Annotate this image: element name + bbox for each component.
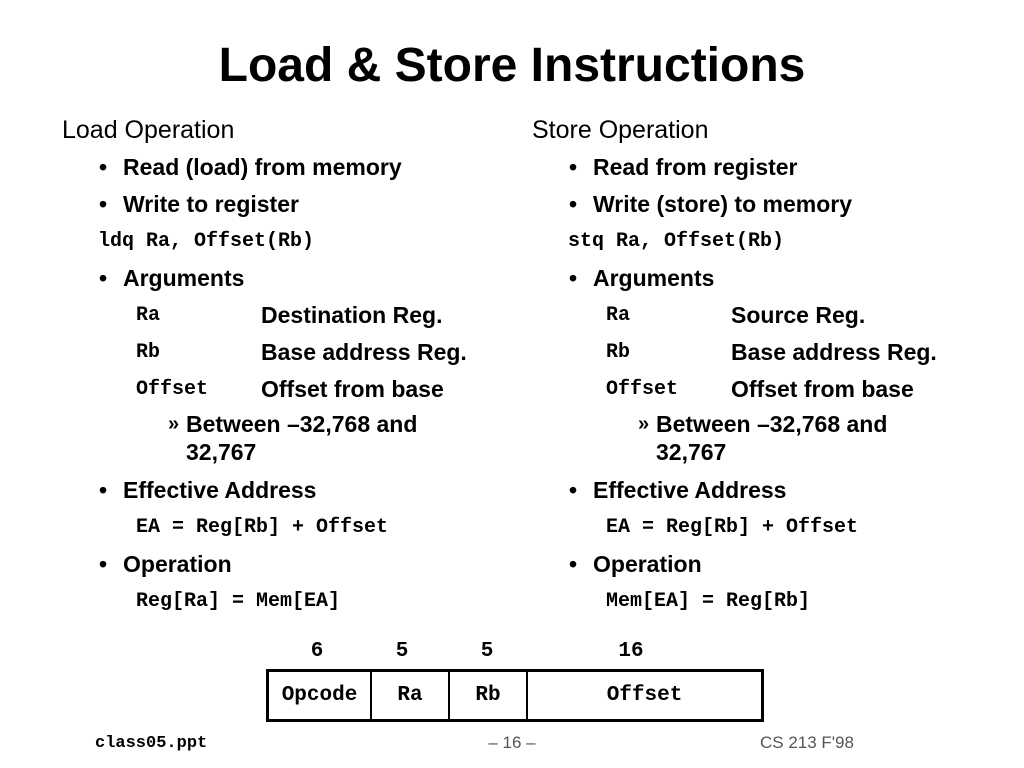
store-bullet-arguments: • Arguments — [532, 260, 1002, 297]
slide-title: Load & Store Instructions — [218, 39, 806, 92]
store-syntax: stq Ra, Offset(Rb) — [568, 230, 785, 253]
load-ea-label: Effective Address — [123, 477, 317, 503]
load-syntax: ldq Ra, Offset(Rb) — [98, 230, 315, 253]
load-offset-range: » Between –32,768 and 32,767 — [62, 408, 486, 472]
bullet-dot: • — [569, 191, 578, 217]
arg-reg: Ra — [136, 304, 161, 327]
load-arguments-label: Arguments — [123, 265, 245, 291]
load-bullet-operation: • Operation — [62, 546, 532, 583]
store-ea-label: Effective Address — [593, 477, 787, 503]
load-range-text: Between –32,768 and 32,767 — [186, 411, 418, 465]
load-bullet-ea: • Effective Address — [62, 472, 532, 509]
width-opcode: 6 — [310, 640, 324, 663]
load-column: Load Operation •Read (load) from memory … — [62, 112, 532, 620]
arg-reg: Rb — [606, 341, 631, 364]
load-heading: Load Operation — [62, 116, 235, 144]
arg-reg: Rb — [136, 341, 161, 364]
field-rb: Rb — [450, 672, 528, 719]
footer-filename: class05.ppt — [95, 734, 208, 753]
bullet-dot: • — [99, 265, 108, 291]
store-bullet-read: • Read from register — [532, 149, 1002, 186]
arg-desc: Offset from base — [731, 376, 914, 402]
load-op-label: Operation — [123, 551, 232, 577]
store-arguments-label: Arguments — [593, 265, 715, 291]
arg-desc: Offset from base — [261, 376, 444, 402]
width-offset: 16 — [618, 640, 644, 663]
store-bullet-operation: • Operation — [532, 546, 1002, 583]
store-arg-offset: Offset Offset from base — [532, 371, 1002, 408]
store-offset-range: » Between –32,768 and 32,767 — [532, 408, 956, 472]
store-heading: Store Operation — [532, 116, 709, 144]
field-offset: Offset — [606, 684, 683, 707]
store-bullet-ea: • Effective Address — [532, 472, 1002, 509]
store-bullet-write-text: Write (store) to memory — [593, 191, 853, 217]
footer-page-number: – 16 – — [488, 733, 536, 752]
load-arg-rb: Rb Base address Reg. — [62, 334, 532, 371]
store-ea-expr: EA = Reg[Rb] + Offset — [606, 516, 859, 539]
bullet-dot: • — [99, 154, 108, 180]
bullet-dot: • — [569, 154, 578, 180]
sub-bullet-marker: » — [168, 413, 180, 435]
instruction-format-box: Opcode Ra Rb Offset — [266, 669, 764, 722]
load-bullet-read-text: Read (load) from memory — [123, 154, 402, 180]
load-arg-ra: Ra Destination Reg. — [62, 297, 532, 334]
sub-bullet-marker: » — [638, 413, 650, 435]
store-op-label: Operation — [593, 551, 702, 577]
store-bullet-write: • Write (store) to memory — [532, 186, 1002, 223]
load-bullet-write-text: Write to register — [123, 191, 299, 217]
bullet-dot: • — [99, 191, 108, 217]
field-opcode: Opcode — [269, 672, 372, 719]
load-bullet-arguments: • Arguments — [62, 260, 532, 297]
bullet-dot: • — [99, 477, 108, 503]
load-ea-expr: EA = Reg[Rb] + Offset — [136, 516, 389, 539]
bullet-dot: • — [99, 551, 108, 577]
arg-reg: Offset — [136, 378, 209, 401]
store-op-expr: Mem[EA] = Reg[Rb] — [606, 590, 811, 613]
arg-desc: Base address Reg. — [261, 339, 467, 365]
store-arg-rb: Rb Base address Reg. — [532, 334, 1002, 371]
load-op-expr: Reg[Ra] = Mem[EA] — [136, 590, 341, 613]
load-bullet-read: • Read (load) from memory — [62, 149, 532, 186]
width-ra: 5 — [395, 640, 409, 663]
load-bullet-write: • Write to register — [62, 186, 532, 223]
footer-course: CS 213 F'98 — [760, 733, 854, 752]
arg-reg: Offset — [606, 378, 679, 401]
arg-desc: Destination Reg. — [261, 302, 443, 328]
store-range-text: Between –32,768 and 32,767 — [656, 411, 888, 465]
load-arg-offset: Offset Offset from base — [62, 371, 532, 408]
field-ra: Ra — [372, 672, 450, 719]
width-rb: 5 — [480, 640, 494, 663]
arg-desc: Source Reg. — [731, 302, 866, 328]
store-column: Store Operation • Read from register • Wri… — [532, 112, 1002, 620]
bullet-dot: • — [569, 551, 578, 577]
store-bullet-read-text: Read from register — [593, 154, 798, 180]
bullet-dot: • — [569, 477, 578, 503]
store-arg-ra: Ra Source Reg. — [532, 297, 1002, 334]
arg-desc: Base address Reg. — [731, 339, 937, 365]
arg-reg: Ra — [606, 304, 631, 327]
bullet-dot: • — [569, 265, 578, 291]
